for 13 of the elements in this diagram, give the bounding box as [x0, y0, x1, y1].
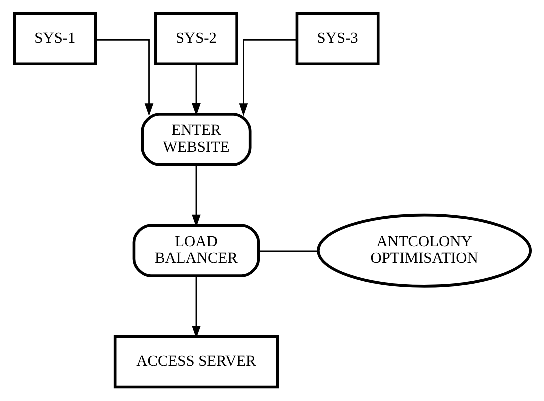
- node-box: ENTER WEBSITE: [140, 113, 252, 166]
- connector: [258, 250, 318, 252]
- node-box: LOAD BALANCER: [132, 224, 260, 278]
- arrow: [238, 40, 296, 116]
- node-box: SYS-1: [12, 12, 97, 66]
- node-box: SYS-3: [295, 12, 380, 66]
- node-box: ACCESS SERVER: [113, 335, 279, 389]
- arrow: [192, 164, 200, 228]
- arrow: [192, 276, 200, 339]
- arrow: [192, 64, 200, 116]
- arrow: [96, 40, 154, 116]
- node-ellipse: ANTCOLONY OPTIMISATION: [316, 214, 532, 288]
- node-box: SYS-2: [154, 12, 238, 66]
